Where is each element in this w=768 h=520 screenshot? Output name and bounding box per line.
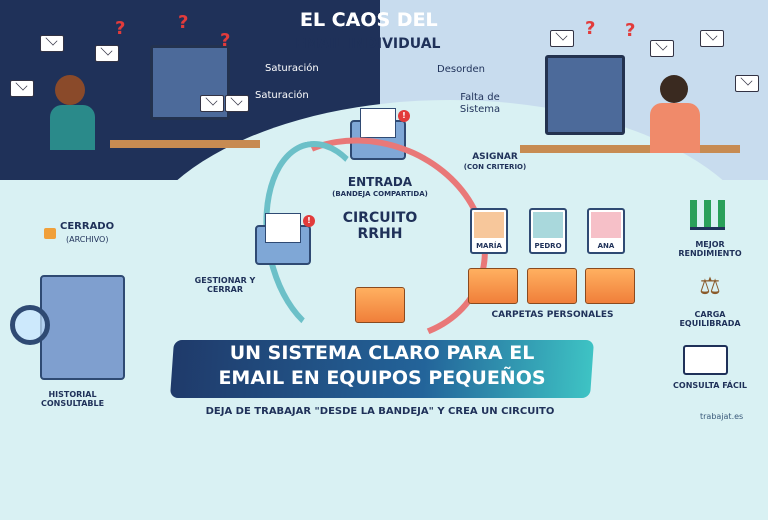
envelope-icon bbox=[200, 95, 224, 112]
personal-folder-icon bbox=[468, 268, 518, 304]
envelope-icon bbox=[225, 95, 249, 112]
envelope-icon bbox=[550, 30, 574, 47]
title-line-2: EMAIL INDIVIDUAL bbox=[295, 36, 441, 52]
title-line-1: EL CAOS DEL bbox=[300, 9, 438, 31]
history-label: HISTORIAL CONSULTABLE bbox=[40, 390, 105, 409]
monitor-icon bbox=[545, 55, 625, 135]
inbox-subtitle: (BANDEJA COMPARTIDA) bbox=[332, 190, 428, 198]
closed-subtitle: (ARCHIVO) bbox=[66, 235, 109, 244]
question-mark-icon: ? bbox=[178, 12, 189, 33]
managing-inbox-icon: ! bbox=[255, 213, 315, 265]
person-name: MARÍA bbox=[476, 242, 502, 250]
envelope-icon bbox=[735, 75, 759, 92]
folder-icon bbox=[355, 287, 405, 323]
personal-folder-icon bbox=[585, 268, 635, 304]
scale-icon: ⚖ bbox=[699, 272, 721, 300]
benefit-label: CONSULTA FÁCIL bbox=[673, 381, 747, 390]
worker-body-icon bbox=[50, 105, 95, 150]
banner-line-1: UN SISTEMA CLARO PARA EL bbox=[229, 342, 535, 364]
envelope-icon bbox=[40, 35, 64, 52]
lack-of-system-label: Falta de Sistema bbox=[459, 92, 501, 115]
person-name: PEDRO bbox=[534, 242, 562, 250]
worker-body-icon bbox=[650, 103, 700, 153]
envelope-icon bbox=[650, 40, 674, 57]
assign-subtitle: (CON CRITERIO) bbox=[463, 163, 527, 171]
personal-folder-icon bbox=[527, 268, 577, 304]
envelope-icon bbox=[700, 30, 724, 47]
envelope-icon bbox=[95, 45, 119, 62]
desk-icon bbox=[110, 140, 260, 148]
assign-title: ASIGNAR bbox=[472, 152, 518, 162]
benefit-label: CARGA EQUILIBRADA bbox=[679, 310, 741, 329]
benefit-label: MEJOR RENDIMIENTO bbox=[678, 240, 742, 259]
file-cabinet-icon bbox=[40, 275, 125, 380]
disorder-label: Desorden bbox=[437, 64, 485, 75]
question-mark-icon: ? bbox=[220, 30, 231, 51]
person-card-ana: ANA bbox=[587, 208, 625, 254]
worker-icon bbox=[660, 75, 688, 103]
envelope-icon bbox=[10, 80, 34, 97]
shared-inbox-icon: ! bbox=[350, 108, 410, 160]
person-card-maria: MARÍA bbox=[470, 208, 508, 254]
question-mark-icon: ? bbox=[115, 18, 126, 39]
person-name: ANA bbox=[597, 242, 615, 250]
inbox-title: ENTRADA bbox=[347, 175, 413, 189]
question-mark-icon: ? bbox=[625, 20, 636, 41]
worker-icon bbox=[55, 75, 85, 105]
book-search-icon bbox=[683, 345, 728, 375]
closed-title: CERRADO bbox=[60, 221, 115, 232]
personal-folders-label: CARPETAS PERSONALES bbox=[491, 310, 614, 320]
desk-icon bbox=[520, 145, 740, 153]
question-mark-icon: ? bbox=[585, 18, 596, 39]
chart-icon bbox=[690, 200, 725, 230]
magnifier-icon bbox=[10, 305, 50, 345]
manage-label: GESTIONAR Y CERRAR bbox=[194, 276, 256, 295]
watermark: trabajat.es bbox=[700, 412, 744, 421]
circuit-title: CIRCUITO RRHH bbox=[342, 210, 418, 243]
lock-icon bbox=[44, 228, 56, 239]
saturation-label-1: Saturación bbox=[265, 63, 319, 74]
person-card-pedro: PEDRO bbox=[529, 208, 567, 254]
saturation-label-2: Saturación bbox=[255, 90, 309, 101]
banner-line-2: EMAIL EN EQUIPOS PEQUEÑOS bbox=[218, 367, 546, 389]
banner-subtitle: DEJA DE TRABAJAR "DESDE LA BANDEJA" Y CR… bbox=[205, 406, 555, 417]
